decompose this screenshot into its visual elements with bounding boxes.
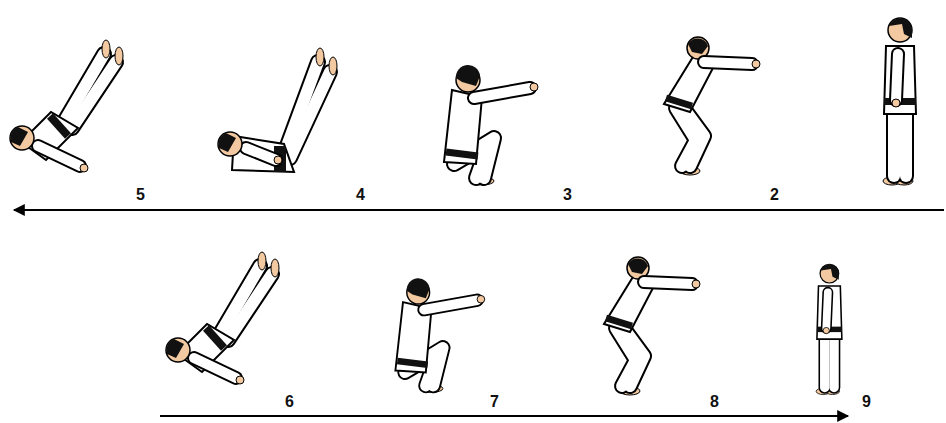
direction-arrow (160, 415, 848, 417)
judoka-figure (395, 278, 484, 392)
step-number: 3 (561, 186, 574, 204)
judoka-figure (218, 48, 337, 172)
step-number: 6 (283, 393, 296, 411)
judoka-figure (664, 37, 760, 175)
step-number: 4 (354, 186, 367, 204)
step-number: 5 (134, 186, 147, 204)
step-number: 2 (768, 186, 781, 204)
step-number: 7 (488, 393, 501, 411)
judoka-figure (816, 264, 842, 394)
judoka-figure (444, 65, 538, 185)
direction-arrow (14, 209, 944, 211)
judoka-figure (604, 257, 700, 395)
judoka-figure (166, 252, 279, 384)
judoka-figure (10, 40, 123, 172)
judoka-figure (883, 18, 916, 185)
step-number: 8 (708, 393, 721, 411)
step-number: 9 (860, 393, 873, 411)
